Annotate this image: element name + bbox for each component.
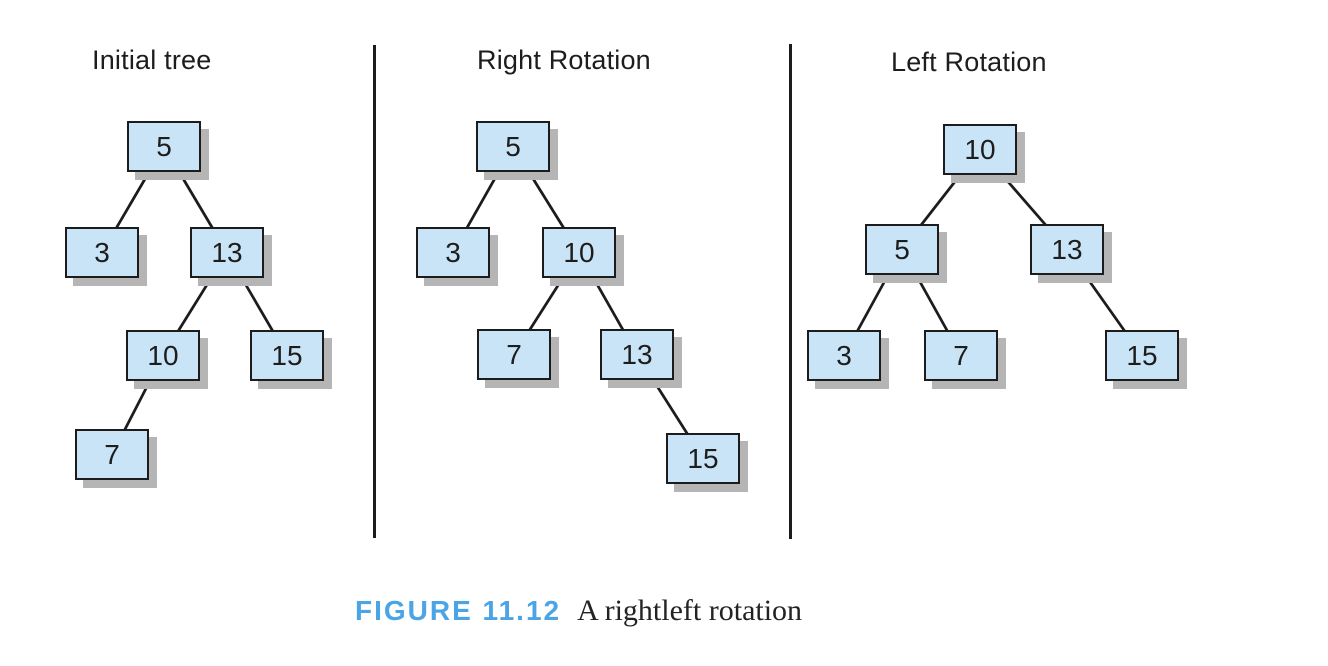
tree-node-5: 5 [127, 121, 201, 172]
tree-node-13: 13 [190, 227, 264, 278]
tree-node-5: 5 [865, 224, 939, 275]
tree-node-3: 3 [416, 227, 490, 278]
figure-caption-text: A rightleft rotation [577, 594, 803, 627]
panel-title-right-rotation: Right Rotation [477, 45, 651, 75]
tree-node-13: 13 [1030, 224, 1104, 275]
tree-node-10: 10 [126, 330, 200, 381]
panel-title-initial-tree: Initial tree [92, 45, 212, 75]
figure-label: FIGURE 11.12 [355, 595, 562, 626]
tree-node-7: 7 [75, 429, 149, 480]
tree-node-3: 3 [65, 227, 139, 278]
panel-divider-2 [789, 44, 792, 539]
panel-divider-1 [373, 45, 376, 538]
tree-node-7: 7 [477, 329, 551, 380]
tree-node-7: 7 [924, 330, 998, 381]
figure-caption: FIGURE 11.12 A rightleft rotation [355, 594, 802, 628]
tree-node-13: 13 [600, 329, 674, 380]
tree-node-15: 15 [250, 330, 324, 381]
tree-node-5: 5 [476, 121, 550, 172]
panel-title-left-rotation: Left Rotation [891, 47, 1047, 77]
tree-node-10: 10 [943, 124, 1017, 175]
tree-node-15: 15 [666, 433, 740, 484]
tree-node-10: 10 [542, 227, 616, 278]
tree-node-15: 15 [1105, 330, 1179, 381]
tree-node-3: 3 [807, 330, 881, 381]
